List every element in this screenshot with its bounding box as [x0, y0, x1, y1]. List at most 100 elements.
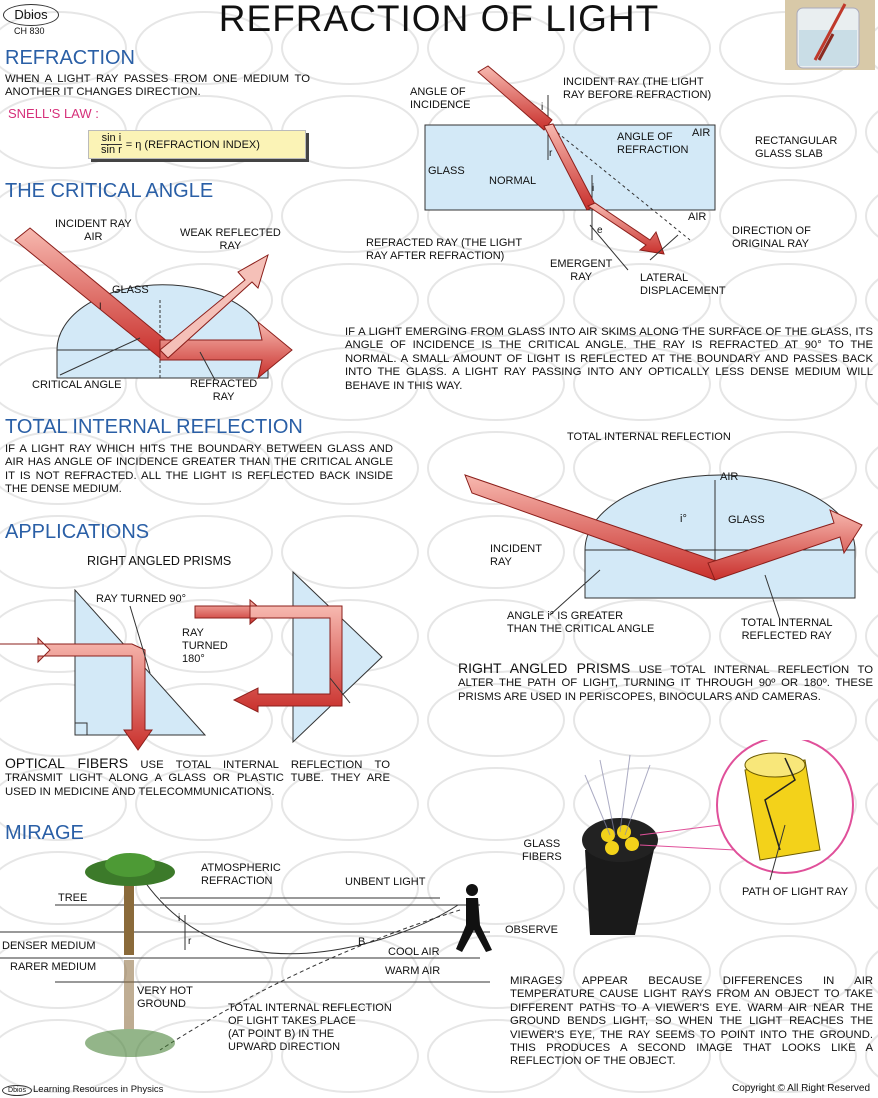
watermark-oval [281, 347, 419, 421]
angle-i-exit: i [592, 183, 595, 194]
angle-i: i [541, 102, 544, 113]
watermark-oval [0, 515, 127, 589]
watermark-oval [281, 431, 419, 505]
label-angle-note: ANGLE i° IS GREATER THAN THE CRITICAL AN… [507, 610, 655, 635]
label-denser-medium: DENSER MEDIUM [2, 940, 96, 952]
heading-mirage: MIRAGE [5, 822, 84, 844]
label-critical-angle: CRITICAL ANGLE [32, 379, 122, 391]
label-point-b: B [358, 936, 366, 948]
fibers-body: USE TOTAL INTERNAL REFLECTION TO TRANSMI… [5, 759, 390, 798]
watermark-oval [427, 263, 565, 337]
refraction-text: WHEN A LIGHT RAY PASSES FROM ONE MEDIUM … [5, 73, 310, 99]
watermark-oval [573, 1019, 711, 1093]
label-ray-turned-180: RAY TURNED 180° [182, 627, 228, 665]
formula-numerator: sin i [101, 132, 122, 145]
prisms-title: RIGHT ANGLED PRISMS [87, 554, 232, 568]
footer-logo: Dbios [2, 1085, 32, 1096]
watermark-oval [719, 347, 857, 421]
emergent-ray [586, 202, 665, 255]
watermark-oval [865, 698, 878, 742]
label-warm-air: WARM AIR [385, 965, 441, 977]
watermark-oval [427, 767, 565, 841]
watermark-oval [281, 767, 419, 841]
watermark-oval [427, 599, 565, 673]
watermark-oval [573, 683, 711, 757]
mirage-text: MIRAGES APPEAR BECAUSE DIFFERENCES IN AI… [510, 975, 873, 1068]
label-incident-ray: INCIDENT RAY [490, 543, 542, 568]
optical-fiber-illustration [582, 740, 854, 935]
watermark-oval [719, 179, 857, 253]
mirage-diagram [0, 853, 492, 1057]
watermark-oval [0, 431, 127, 505]
label-reflected-ray: TOTAL INTERNAL REFLECTED RAY [741, 617, 833, 642]
tir-diagram-title: TOTAL INTERNAL REFLECTION [567, 431, 731, 443]
prisms-diagram [0, 570, 383, 751]
watermark-oval [427, 851, 565, 925]
watermark-oval [135, 11, 273, 85]
ray-turned-180 [232, 605, 343, 713]
page-title: REFRACTION OF LIGHT [218, 0, 660, 39]
apparent-ray [159, 909, 461, 1051]
label-observe: OBSERVE [505, 924, 558, 936]
glass-of-water-photo [785, 0, 875, 70]
angle-i: I [99, 301, 102, 311]
watermark-oval [865, 446, 878, 490]
tree-reflection [85, 960, 175, 1057]
watermark-oval [135, 851, 273, 925]
watermark-oval [719, 599, 857, 673]
refraction-slab-diagram [424, 65, 716, 271]
watermark-oval [281, 263, 419, 337]
label-glass-fibers: GLASS FIBERS [522, 838, 562, 863]
watermark-oval [135, 935, 273, 1009]
logo: Dbios [3, 4, 59, 26]
palm-tree [85, 853, 175, 955]
prisms-text: RIGHT ANGLED PRISMS USE TOTAL INTERNAL R… [458, 661, 873, 704]
fibers-text: OPTICAL FIBERS USE TOTAL INTERNAL REFLEC… [5, 756, 390, 799]
watermark-oval [281, 1019, 419, 1093]
chart-code: CH 830 [14, 26, 45, 36]
label-original-direction: DIRECTION OF ORIGINAL RAY [732, 225, 811, 250]
label-lateral-displacement: LATERAL DISPLACEMENT [640, 272, 726, 297]
watermark-oval [865, 614, 878, 658]
label-glass-slab: RECTANGULAR GLASS SLAB [755, 135, 838, 160]
watermark-oval [427, 683, 565, 757]
watermark-oval [865, 530, 878, 574]
label-glass: GLASS [428, 165, 465, 177]
label-hot-ground: VERY HOT GROUND [137, 985, 193, 1010]
watermark-oval [281, 179, 419, 253]
label-glass: GLASS [112, 284, 149, 296]
watermark-oval [719, 263, 857, 337]
watermark-oval [573, 347, 711, 421]
critical-angle-diagram [14, 227, 293, 381]
label-ray-turned-90: RAY TURNED 90° [96, 593, 186, 605]
label-atmospheric-refraction: ATMOSPHERIC REFRACTION [201, 862, 281, 887]
watermark-oval [427, 431, 565, 505]
label-refracted-ray: REFRACTED RAY [190, 378, 258, 403]
watermark-oval [135, 515, 273, 589]
angle-e: e [597, 225, 603, 236]
label-emergent-ray: EMERGENT RAY [550, 258, 613, 283]
formula-rhs: = η (REFRACTION INDEX) [125, 138, 260, 151]
heading-total-internal-reflection: TOTAL INTERNAL REFLECTION [5, 416, 303, 438]
critical-angle-text: IF A LIGHT EMERGING FROM GLASS INTO AIR … [345, 326, 873, 392]
label-tree: TREE [58, 892, 88, 904]
watermark-oval [135, 599, 273, 673]
watermark-oval [135, 431, 273, 505]
label-tir-note: TOTAL INTERNAL REFLECTION OF LIGHT TAKES… [228, 1002, 392, 1053]
heading-refraction: REFRACTION [5, 47, 135, 69]
watermark-oval [573, 599, 711, 673]
reflected-ray [707, 509, 863, 581]
watermark-oval [865, 866, 878, 910]
tir-diagram [464, 474, 863, 621]
formula-denominator: sin r [101, 144, 122, 156]
watermark-oval [0, 767, 127, 841]
footer-left: Learning Resources in Physics [33, 1084, 164, 1095]
watermark-oval [865, 278, 878, 322]
label-incident-ray-air: INCIDENT RAY AIR [55, 218, 132, 243]
watermark-oval [135, 767, 273, 841]
label-path-of-light: PATH OF LIGHT RAY [742, 886, 849, 898]
incident-ray [477, 65, 553, 131]
label-air-bottom: AIR [688, 211, 707, 223]
label-unbent-light: UNBENT LIGHT [345, 876, 426, 888]
